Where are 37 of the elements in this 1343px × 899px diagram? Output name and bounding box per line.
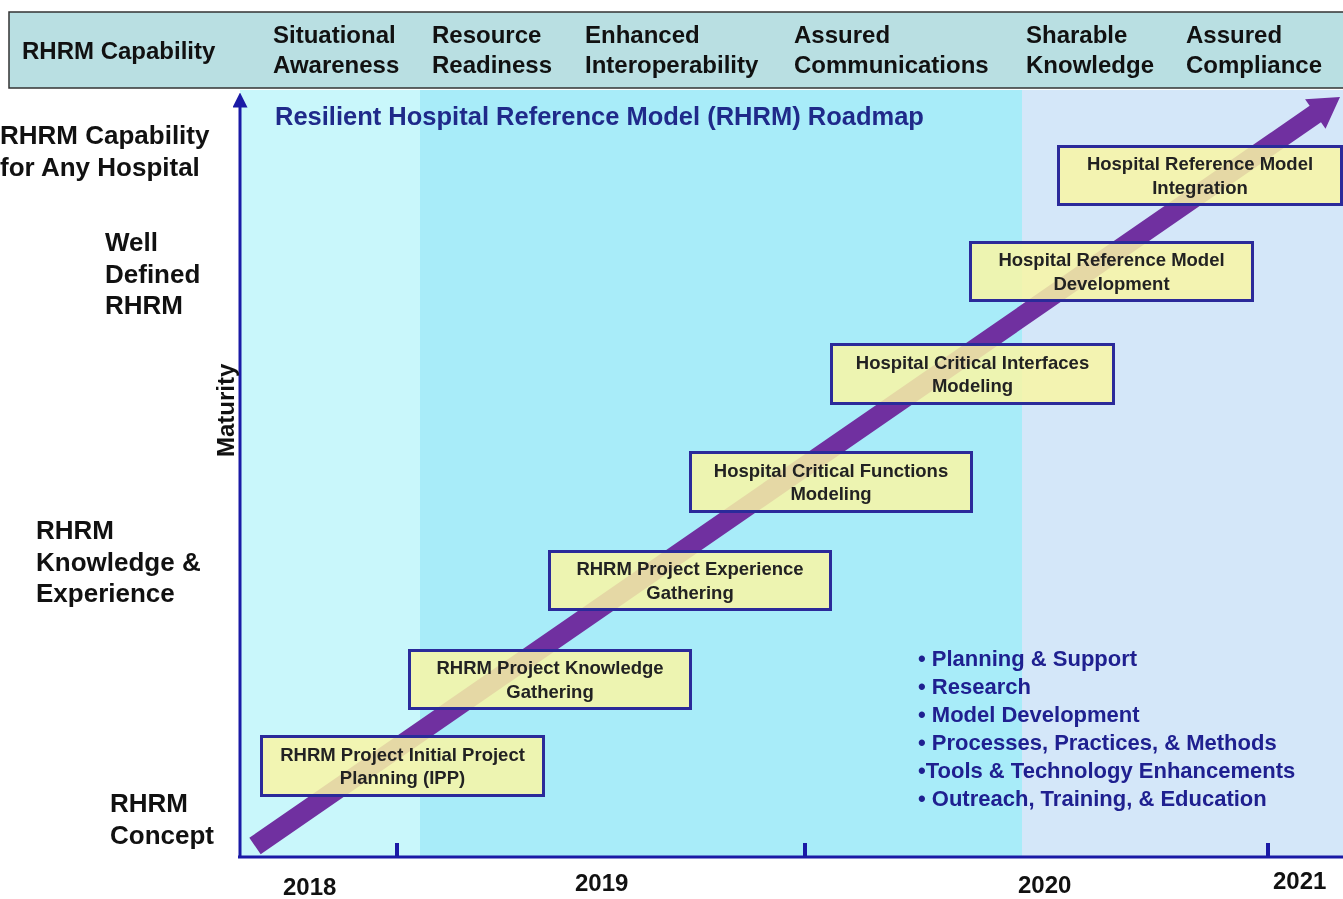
milestone-box — [548, 550, 832, 611]
bullet-item: • Research — [918, 673, 1032, 701]
axis-label: Maturity — [211, 362, 240, 460]
header-label: RHRM Capability — [22, 36, 217, 66]
maturity-level-label: RHRM Knowledge & Experience — [36, 515, 202, 611]
maturity-level-label: RHRM Capability for Any Hospital — [0, 120, 211, 184]
milestone-text: RHRM Project Experience Gathering — [575, 557, 805, 604]
milestone-text: Hospital Reference Model Integration — [1085, 152, 1315, 199]
header-label: Situational Awareness — [273, 20, 401, 80]
milestone-box — [260, 735, 545, 797]
milestone-box — [1057, 145, 1343, 206]
milestone-box — [830, 343, 1115, 405]
header-label: Resource Readiness — [432, 20, 554, 80]
bullet-item: • Outreach, Training, & Education — [918, 785, 1268, 813]
maturity-level-label: Well Defined RHRM — [105, 227, 202, 323]
year-label: 2019 — [575, 868, 630, 898]
milestone-text: RHRM Project Initial Project Planning (IPP) — [279, 742, 526, 790]
bullet-item: • Planning & Support — [918, 645, 1139, 673]
bullet-item: •Tools & Technology Enhancements — [918, 757, 1296, 785]
milestone-text: Hospital Critical Functions Modeling — [712, 458, 950, 506]
year-label: 2021 — [1273, 866, 1328, 896]
milestone-box — [689, 451, 973, 513]
chart-title: Resilient Hospital Reference Model (RHRM) Roadmap — [275, 101, 925, 132]
bullet-item: • Processes, Practices, & Methods — [918, 729, 1278, 757]
milestone-box — [969, 241, 1254, 302]
milestone-text: Hospital Critical Interfaces Modeling — [854, 350, 1091, 398]
year-label: 2020 — [1018, 870, 1073, 899]
header-label: Sharable Knowledge — [1026, 20, 1155, 80]
header-label: Assured Communications — [794, 20, 990, 80]
bullet-item: • Model Development — [918, 701, 1141, 729]
milestone-text: RHRM Project Knowledge Gathering — [435, 656, 665, 703]
milestone-text: Hospital Reference Model Development — [997, 248, 1226, 295]
header-label: Enhanced Interoperability — [585, 20, 760, 80]
maturity-level-label: RHRM Concept — [110, 788, 215, 852]
milestone-box — [408, 649, 692, 710]
header-label: Assured Compliance — [1186, 20, 1324, 80]
year-label: 2018 — [283, 872, 338, 899]
